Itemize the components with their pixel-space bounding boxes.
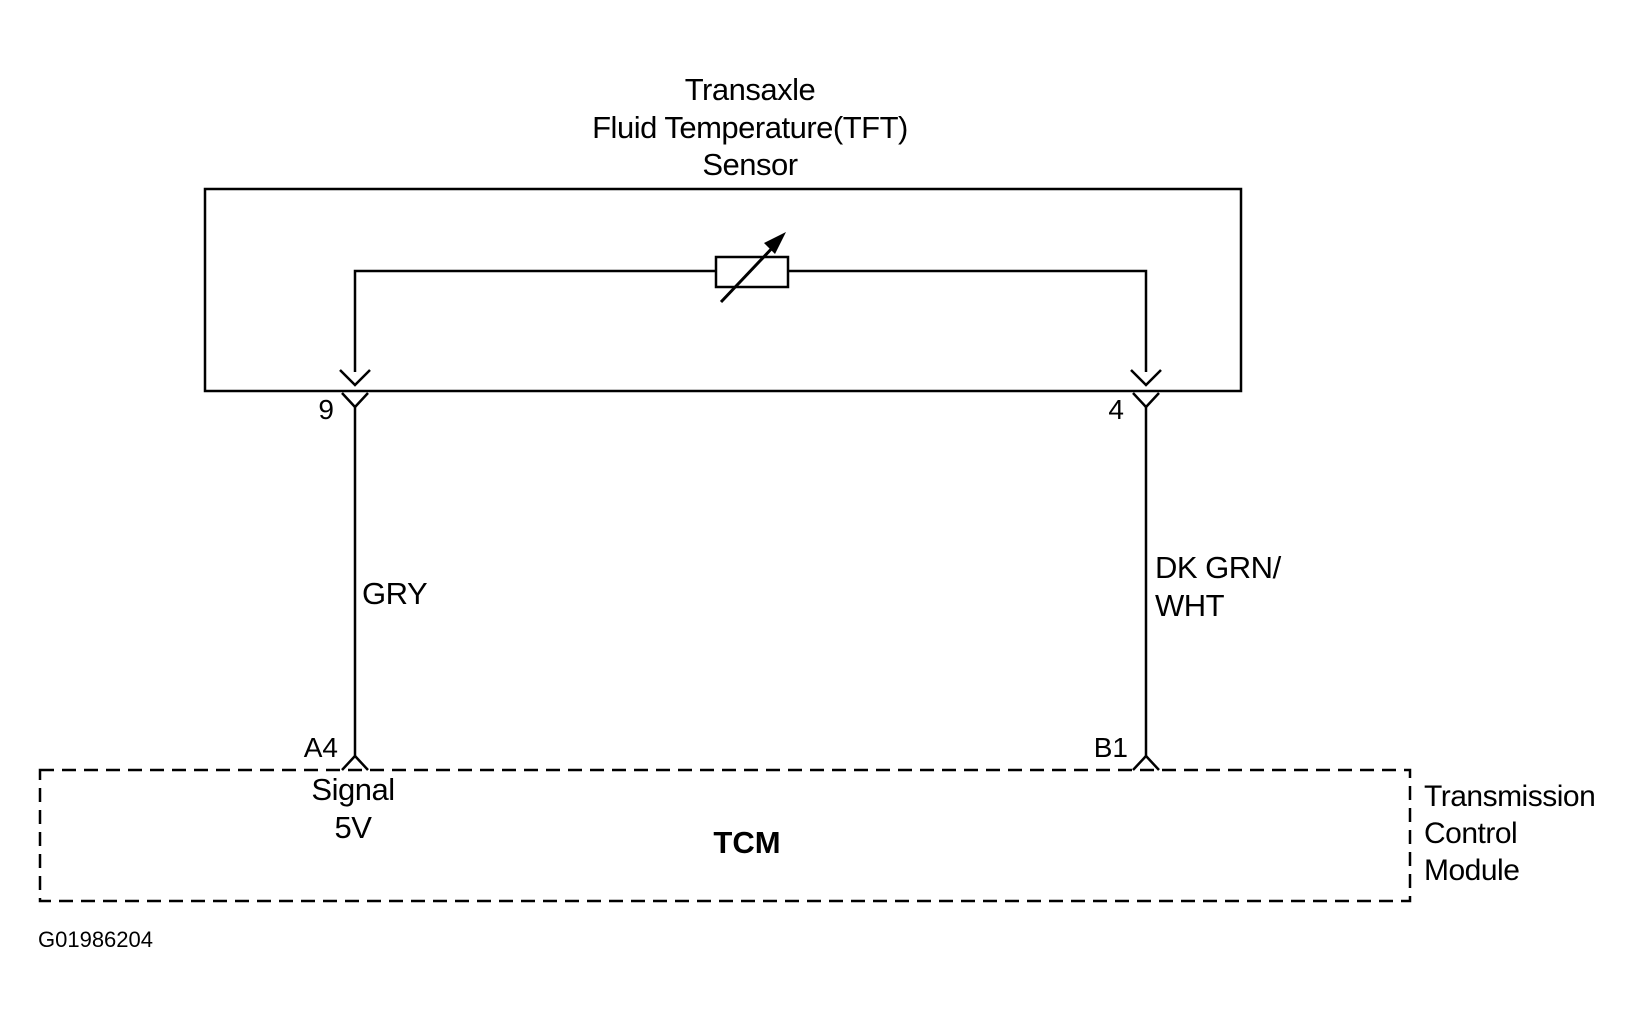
module-name-line-2: Control — [1424, 817, 1517, 850]
connector-4-icon — [1132, 392, 1160, 409]
thermistor-icon — [714, 232, 790, 304]
tcm-module-box — [38, 768, 1412, 903]
tcm-label: TCM — [713, 825, 780, 860]
pin-label-b1: B1 — [1094, 732, 1128, 763]
signal-label-line-1: Signal — [311, 772, 394, 807]
signal-label-line-2: 5V — [335, 810, 373, 845]
pin-label-9: 9 — [318, 394, 334, 425]
sensor-internal-wire-left — [353, 269, 716, 372]
sensor-title-line-2: Fluid Temperature(TFT) — [592, 110, 908, 145]
pin-9-arrow-icon — [339, 369, 371, 387]
sensor-internal-wire-right — [788, 269, 1148, 372]
pin-label-a4: A4 — [304, 732, 338, 763]
module-name-line-1: Transmission — [1424, 780, 1595, 813]
connector-9-icon — [341, 392, 369, 409]
sensor-title-line-3: Sensor — [702, 147, 797, 182]
connector-a4-icon — [341, 754, 369, 771]
wire-label-wht: WHT — [1155, 588, 1225, 623]
figure-code: G01986204 — [38, 927, 153, 952]
pin-label-4: 4 — [1108, 394, 1124, 425]
connector-b1-icon — [1132, 754, 1160, 771]
module-name-line-3: Module — [1424, 854, 1519, 887]
wire-label-dk-grn: DK GRN/ — [1155, 550, 1282, 585]
sensor-title-line-1: Transaxle — [685, 72, 815, 107]
pin-4-arrow-icon — [1130, 369, 1162, 387]
sensor-housing — [203, 187, 1243, 393]
wire-label-gry: GRY — [362, 576, 427, 611]
